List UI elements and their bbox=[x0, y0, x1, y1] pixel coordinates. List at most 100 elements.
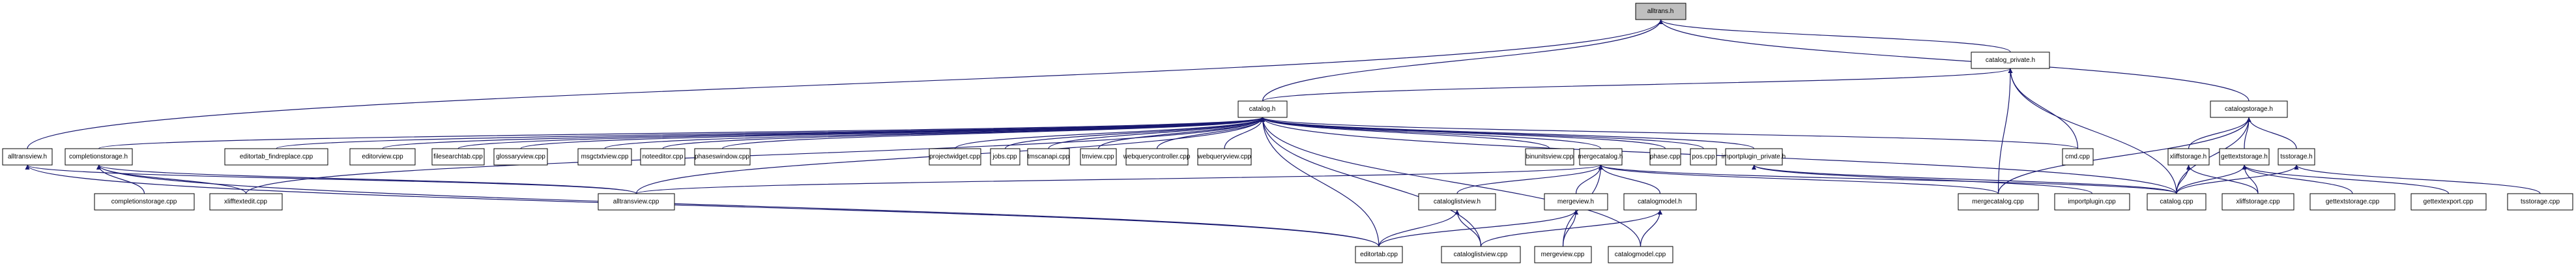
edge-catalog-cpp-to-catalog-private-h bbox=[2008, 68, 2177, 194]
node-label: webquerycontroller.cpp bbox=[1123, 153, 1191, 160]
node-label: cmd.cpp bbox=[2065, 153, 2090, 160]
node-label: cataloglistview.h bbox=[1434, 198, 1481, 205]
node-label: binunitsview.cpp bbox=[1526, 153, 1574, 160]
node-label: importplugin.cpp bbox=[2068, 198, 2116, 205]
node-label: gettextexport.cpp bbox=[2424, 198, 2474, 205]
node-label: catalogstorage.h bbox=[2225, 106, 2273, 113]
node-label: xlifftextedit.cpp bbox=[224, 198, 267, 205]
node-cmd-cpp[interactable]: cmd.cpp bbox=[2062, 148, 2094, 166]
node-pos-cpp[interactable]: pos.cpp bbox=[1690, 148, 1717, 166]
node-binunitsview-cpp[interactable]: binunitsview.cpp bbox=[1525, 148, 1574, 166]
node-gettextstorage-cpp[interactable]: gettextstorage.cpp bbox=[2309, 193, 2395, 211]
node-completionstorage-h[interactable]: completionstorage.h bbox=[65, 148, 133, 166]
node-catalog-private-h[interactable]: catalog_private.h bbox=[1971, 52, 2050, 69]
edge-editortab-cpp-to-mergeview-h bbox=[1378, 209, 1578, 247]
node-catalogstorage-h[interactable]: catalogstorage.h bbox=[2210, 100, 2288, 118]
node-mergeview-h[interactable]: mergeview.h bbox=[1544, 193, 1608, 211]
edge-catalog-private-h-to-alltrans-h bbox=[1658, 19, 2011, 53]
node-webquerycontroller-cpp[interactable]: webquerycontroller.cpp bbox=[1123, 148, 1191, 166]
edge-xliffstorage-h-to-catalogstorage-h bbox=[2188, 117, 2251, 149]
node-jobs-cpp[interactable]: jobs.cpp bbox=[990, 148, 1020, 166]
edge-completionstorage-cpp-to-completionstorage-h bbox=[96, 164, 145, 194]
node-tmview-cpp[interactable]: tmview.cpp bbox=[1080, 148, 1117, 166]
node-label: completionstorage.h bbox=[69, 153, 128, 160]
edge-projectwidget-cpp-to-catalog-h bbox=[954, 117, 1265, 149]
node-editortab-findreplace-cpp[interactable]: editortab_findreplace.cpp bbox=[224, 148, 328, 166]
edge-importplugin-cpp-to-importplugin-private-h bbox=[1752, 164, 2093, 194]
node-completionstorage-cpp[interactable]: completionstorage.cpp bbox=[94, 193, 195, 211]
node-glossaryview-cpp[interactable]: glossaryview.cpp bbox=[493, 148, 548, 166]
node-label: mergeview.cpp bbox=[1541, 251, 1585, 258]
node-label: noteeditor.cpp bbox=[643, 153, 684, 160]
node-editorview-cpp[interactable]: editorview.cpp bbox=[349, 148, 416, 166]
edge-gettextexport-cpp-to-gettextstorage-h bbox=[2242, 164, 2450, 194]
node-cataloglistview-h[interactable]: cataloglistview.h bbox=[1418, 193, 1496, 211]
node-msgctxtview-cpp[interactable]: msgctxtview.cpp bbox=[577, 148, 632, 166]
node-catalogmodel-cpp[interactable]: catalogmodel.cpp bbox=[1608, 246, 1673, 263]
node-label: phaseswindow.cpp bbox=[695, 153, 749, 160]
edge-alltransview-cpp-to-mergecatalog-h bbox=[635, 164, 1603, 194]
node-xliffstorage-cpp[interactable]: xliffstorage.cpp bbox=[2221, 193, 2294, 211]
edge-editortab-cpp-to-completionstorage-h bbox=[96, 164, 1380, 247]
node-label: jobs.cpp bbox=[992, 153, 1017, 160]
node-label: editorview.cpp bbox=[362, 153, 403, 160]
node-mergeview-cpp[interactable]: mergeview.cpp bbox=[1534, 246, 1592, 263]
edge-gettextstorage-cpp-to-gettextstorage-h bbox=[2242, 164, 2353, 194]
node-xlifftextedit-cpp[interactable]: xlifftextedit.cpp bbox=[209, 193, 283, 211]
node-label: tsstorage.cpp bbox=[2521, 198, 2560, 205]
node-catalog-h[interactable]: catalog.h bbox=[1237, 100, 1288, 118]
node-filesearchtab-cpp[interactable]: filesearchtab.cpp bbox=[431, 148, 485, 166]
edge-catalog-cpp-to-mergecatalog-h bbox=[1599, 164, 2177, 194]
node-label: alltrans.h bbox=[1647, 8, 1674, 15]
node-projectwidget-cpp[interactable]: projectwidget.cpp bbox=[929, 148, 981, 166]
node-phaseswindow-cpp[interactable]: phaseswindow.cpp bbox=[694, 148, 751, 166]
edge-catalogstorage-h-to-alltrans-h bbox=[1658, 19, 2250, 102]
node-importplugin-cpp[interactable]: importplugin.cpp bbox=[2054, 193, 2130, 211]
node-label: gettextstorage.h bbox=[2221, 153, 2268, 160]
node-label: alltransview.cpp bbox=[613, 198, 659, 205]
edge-tmscanapi-cpp-to-catalog-h bbox=[1048, 117, 1265, 149]
node-alltransview-h[interactable]: alltransview.h bbox=[2, 148, 53, 166]
node-noteeditor-cpp[interactable]: noteeditor.cpp bbox=[640, 148, 686, 166]
node-mergecatalog-cpp[interactable]: mergecatalog.cpp bbox=[1958, 193, 2039, 211]
node-catalog-cpp[interactable]: catalog.cpp bbox=[2147, 193, 2207, 211]
node-phase-cpp[interactable]: phase.cpp bbox=[1649, 148, 1681, 166]
node-label: catalog_private.h bbox=[1986, 57, 2035, 64]
node-webqueryview-cpp[interactable]: webqueryview.cpp bbox=[1197, 148, 1252, 166]
node-xliffstorage-h[interactable]: xliffstorage.h bbox=[2167, 148, 2210, 166]
node-label: importplugin_private.h bbox=[1722, 153, 1786, 160]
node-editortab-cpp[interactable]: editortab.cpp bbox=[1355, 246, 1403, 263]
edge-tsstorage-h-to-catalogstorage-h bbox=[2246, 117, 2297, 149]
edge-cataloglistview-cpp-to-cataloglistview-h bbox=[1454, 209, 1482, 247]
node-label: mergeview.h bbox=[1557, 198, 1594, 205]
node-alltransview-cpp[interactable]: alltransview.cpp bbox=[598, 193, 675, 211]
edge-alltransview-h-to-alltrans-h bbox=[27, 19, 1663, 149]
node-label: editortab_findreplace.cpp bbox=[240, 153, 313, 160]
node-label: tsstorage.h bbox=[2280, 153, 2312, 160]
edge-mergecatalog-cpp-to-mergecatalog-h bbox=[1599, 164, 1999, 194]
edge-importplugin-private-h-to-catalog-h bbox=[1260, 117, 1755, 149]
node-label: tmscanapi.cpp bbox=[1028, 153, 1070, 160]
node-importplugin-private-h[interactable]: importplugin_private.h bbox=[1722, 148, 1786, 166]
node-label: webqueryview.cpp bbox=[1197, 153, 1251, 160]
node-cataloglistview-cpp[interactable]: cataloglistview.cpp bbox=[1441, 246, 1521, 263]
node-label: pos.cpp bbox=[1692, 153, 1715, 160]
node-catalogmodel-h[interactable]: catalogmodel.h bbox=[1623, 193, 1697, 211]
node-alltrans-h[interactable]: alltrans.h bbox=[1635, 3, 1686, 20]
edge-catalog-h-to-alltrans-h bbox=[1262, 19, 1663, 102]
node-gettextstorage-h[interactable]: gettextstorage.h bbox=[2219, 148, 2270, 166]
edge-xliffstorage-cpp-to-gettextstorage-h bbox=[2242, 164, 2259, 194]
edge-pos-cpp-to-catalog-h bbox=[1260, 117, 1704, 149]
edge-cataloglistview-cpp-to-catalog-h bbox=[1260, 117, 1482, 247]
edge-catalog-h-to-catalog-private-h bbox=[1262, 68, 2013, 102]
edge-cataloglistview-h-to-mergecatalog-h bbox=[1456, 164, 1603, 194]
node-tsstorage-cpp[interactable]: tsstorage.cpp bbox=[2507, 193, 2573, 211]
edge-mergecatalog-cpp-to-catalogstorage-h bbox=[1997, 117, 2251, 194]
edge-mergecatalog-h-to-catalog-h bbox=[1260, 117, 1602, 149]
node-label: msgctxtview.cpp bbox=[581, 153, 629, 160]
node-mergecatalog-h[interactable]: mergecatalog.h bbox=[1578, 148, 1623, 166]
node-gettextexport-cpp[interactable]: gettextexport.cpp bbox=[2410, 193, 2487, 211]
node-tmscanapi-cpp[interactable]: tmscanapi.cpp bbox=[1027, 148, 1070, 166]
node-label: catalog.h bbox=[1249, 106, 1276, 113]
node-tsstorage-h[interactable]: tsstorage.h bbox=[2278, 148, 2315, 166]
